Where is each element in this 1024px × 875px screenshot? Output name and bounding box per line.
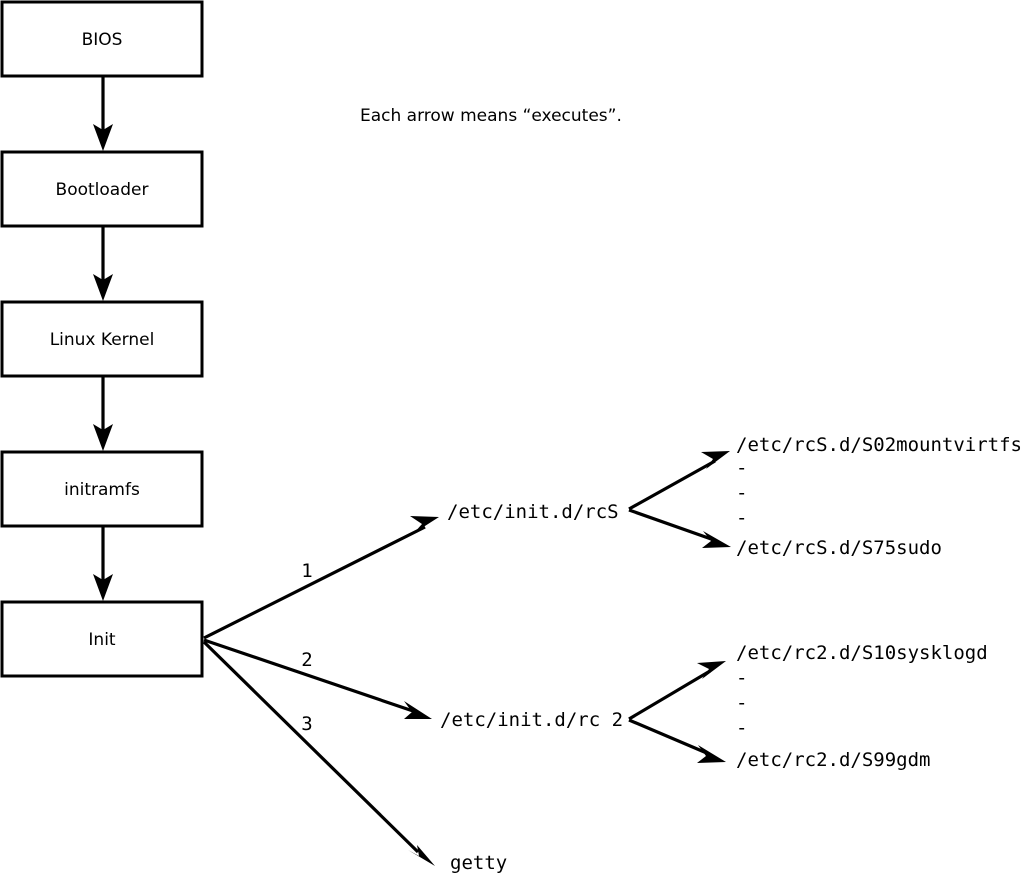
arrow-rc2-to-last-script [628,718,726,763]
label-rc2-last-script[interactable]: /etc/rc2.d/S99gdm [736,749,930,771]
branch-number-3: 3 [301,713,312,735]
arrow-kernel-to-initramfs [93,376,113,451]
arrow-bios-to-bootloader [93,76,113,151]
node-linux-kernel-label: Linux Kernel [50,330,155,350]
label-getty[interactable]: getty [450,852,507,874]
label-rc2-first-script[interactable]: /etc/rc2.d/S10sysklogd [736,642,988,664]
arrow-rcs-to-last-script [628,508,731,548]
node-bios-label: BIOS [82,30,123,50]
node-init-rect[interactable] [0,600,204,678]
node-initramfs-rect[interactable] [0,450,204,528]
node-bios-rect[interactable] [0,0,204,78]
arrow-init-to-rcs [203,516,439,640]
node-initramfs-label: initramfs [64,480,140,500]
node-initramfs[interactable]: initramfs [0,450,204,528]
node-bios[interactable]: BIOS [0,0,204,78]
node-init-label: Init [88,630,116,650]
rc2-ellipsis-dash-1: - [736,667,747,689]
node-bootloader[interactable]: Bootloader [0,150,204,228]
label-rcs-first-script[interactable]: /etc/rcS.d/S02mountvirtfs [736,434,1022,456]
branch-number-2: 2 [301,649,312,671]
label-etc-initd-rcs[interactable]: /etc/init.d/rcS [447,501,619,523]
arrow-bootloader-to-kernel [93,226,113,301]
arrow-init-to-rc2 [203,638,432,719]
node-init[interactable]: Init [0,600,204,678]
arrow-init-to-getty [202,640,435,866]
diagram-caption: Each arrow means “executes”. [360,106,622,126]
label-rcs-last-script[interactable]: /etc/rcS.d/S75sudo [736,537,942,559]
node-linux-kernel[interactable]: Linux Kernel [0,300,204,378]
arrow-initramfs-to-init [93,526,113,601]
rcs-ellipsis-dash-2: - [736,482,747,504]
rc2-ellipsis-dash-3: - [736,717,747,739]
node-bootloader-label: Bootloader [56,180,149,200]
rcs-ellipsis-dash-1: - [736,457,747,479]
rcs-ellipsis-dash-3: - [736,507,747,529]
label-etc-initd-rc2[interactable]: /etc/init.d/rc 2 [440,709,623,731]
arrow-rc2-to-first-script [628,661,726,721]
arrow-rcs-to-first-script [628,451,730,511]
branch-number-1: 1 [301,560,312,582]
node-bootloader-rect[interactable] [0,150,204,228]
rc2-ellipsis-dash-2: - [736,692,747,714]
